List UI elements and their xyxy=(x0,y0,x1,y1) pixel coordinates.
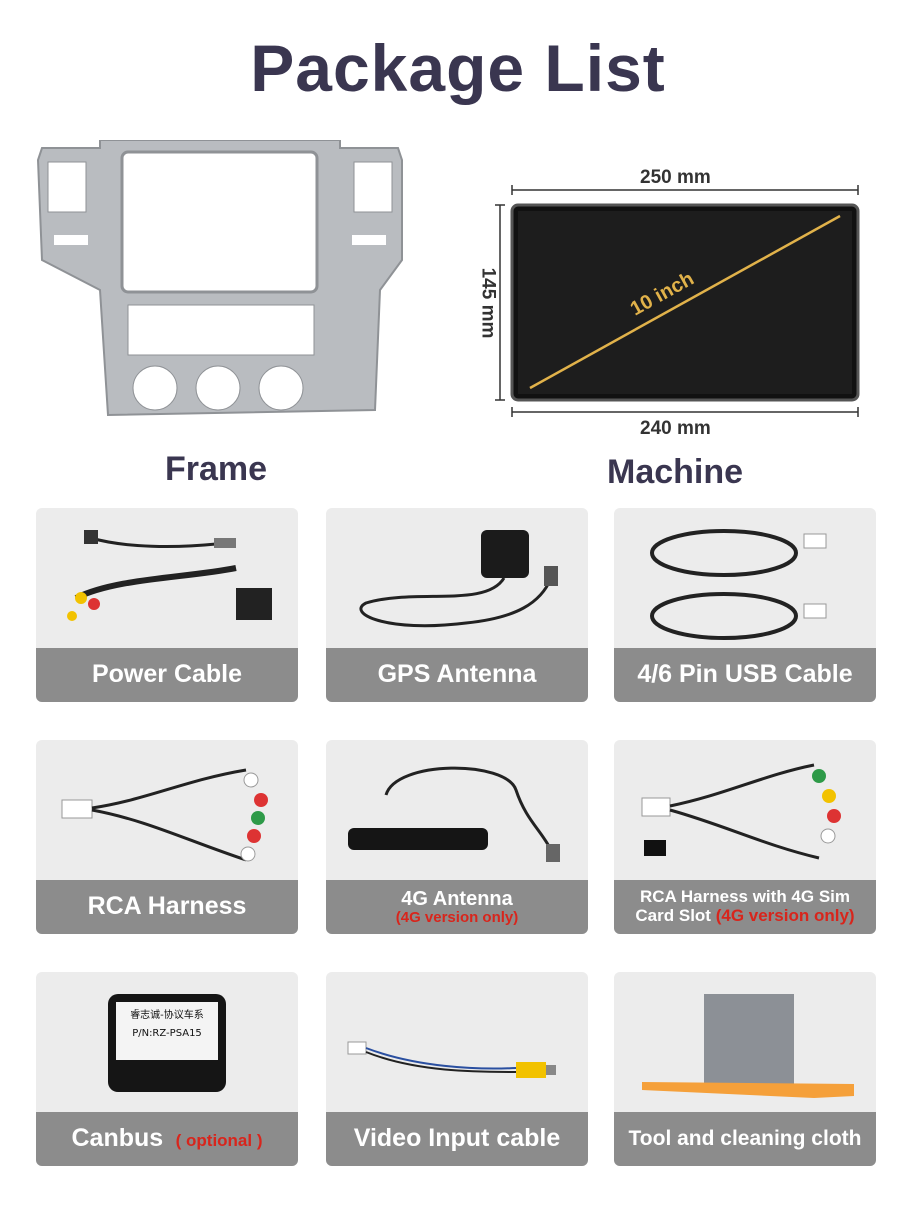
power-cable-image xyxy=(67,530,272,621)
rca-4g-label-line1: RCA Harness with 4G Sim xyxy=(639,887,851,907)
canbus-label: Canbus xyxy=(71,1124,164,1153)
gps-antenna-image xyxy=(359,530,558,628)
tool-label: Tool and cleaning cloth xyxy=(628,1127,862,1151)
canbus-sticker-line2: P/N:RZ-PSA15 xyxy=(132,1028,202,1039)
rca-4g-label-line2-row: Card Slot (4G version only) xyxy=(635,906,855,926)
rca-4g-bar: RCA Harness with 4G Sim Card Slot (4G ve… xyxy=(614,880,876,934)
frame-label: Frame xyxy=(165,450,268,488)
4g-antenna-bar: 4G Antenna (4G version only) xyxy=(326,880,588,934)
card-usb-cable: 4/6 Pin USB Cable xyxy=(614,508,876,702)
rca-4g-note: (4G version only) xyxy=(715,906,855,925)
machine-image xyxy=(495,185,860,417)
power-cable-bar: Power Cable xyxy=(36,648,298,702)
machine-label: Machine xyxy=(607,453,744,491)
4g-antenna-label: 4G Antenna xyxy=(401,887,513,910)
rca-harness-label: RCA Harness xyxy=(87,892,247,921)
canbus-label-row: Canbus ( optional ) xyxy=(71,1125,262,1153)
tool-bar: Tool and cleaning cloth xyxy=(614,1112,876,1166)
power-cable-label: Power Cable xyxy=(91,660,243,689)
tool-image xyxy=(642,994,854,1098)
card-canbus: 睿志诚-协议车系 P/N:RZ-PSA15 Canbus ( optional … xyxy=(36,972,298,1166)
height-label: 145 mm xyxy=(477,267,499,339)
canbus-sticker-line1: 睿志诚-协议车系 xyxy=(130,1008,204,1021)
rca-harness-image xyxy=(61,768,268,862)
width-top-label: 250 mm xyxy=(640,167,711,188)
page-title: Package List xyxy=(250,31,666,105)
card-video-input: Video Input cable xyxy=(326,972,588,1166)
canbus-image: 睿志诚-协议车系 P/N:RZ-PSA15 xyxy=(108,994,226,1092)
video-input-bar: Video Input cable xyxy=(326,1112,588,1166)
video-input-image xyxy=(347,1041,556,1078)
canbus-bar: Canbus ( optional ) xyxy=(36,1112,298,1166)
gps-antenna-bar: GPS Antenna xyxy=(326,648,588,702)
card-rca-4g: RCA Harness with 4G Sim Card Slot (4G ve… xyxy=(614,740,876,934)
canbus-note: ( optional ) xyxy=(175,1131,263,1151)
card-rca-harness: RCA Harness xyxy=(36,740,298,934)
rca-harness-bar: RCA Harness xyxy=(36,880,298,934)
usb-cable-bar: 4/6 Pin USB Cable xyxy=(614,648,876,702)
4g-antenna-image xyxy=(348,766,560,862)
4g-antenna-note: (4G version only) xyxy=(395,908,519,926)
gps-antenna-label: GPS Antenna xyxy=(377,660,537,689)
card-4g-antenna: 4G Antenna (4G version only) xyxy=(326,740,588,934)
card-gps-antenna: GPS Antenna xyxy=(326,508,588,702)
card-power-cable: Power Cable xyxy=(36,508,298,702)
usb-cable-label: 4/6 Pin USB Cable xyxy=(637,660,853,689)
rca-4g-image xyxy=(641,763,841,860)
video-input-label: Video Input cable xyxy=(353,1124,561,1153)
card-tool: Tool and cleaning cloth xyxy=(614,972,876,1166)
width-bottom-label: 240 mm xyxy=(640,418,711,439)
frame-image xyxy=(36,140,403,417)
rca-4g-label-line2: Card Slot xyxy=(635,906,711,925)
usb-cable-image xyxy=(650,529,827,640)
